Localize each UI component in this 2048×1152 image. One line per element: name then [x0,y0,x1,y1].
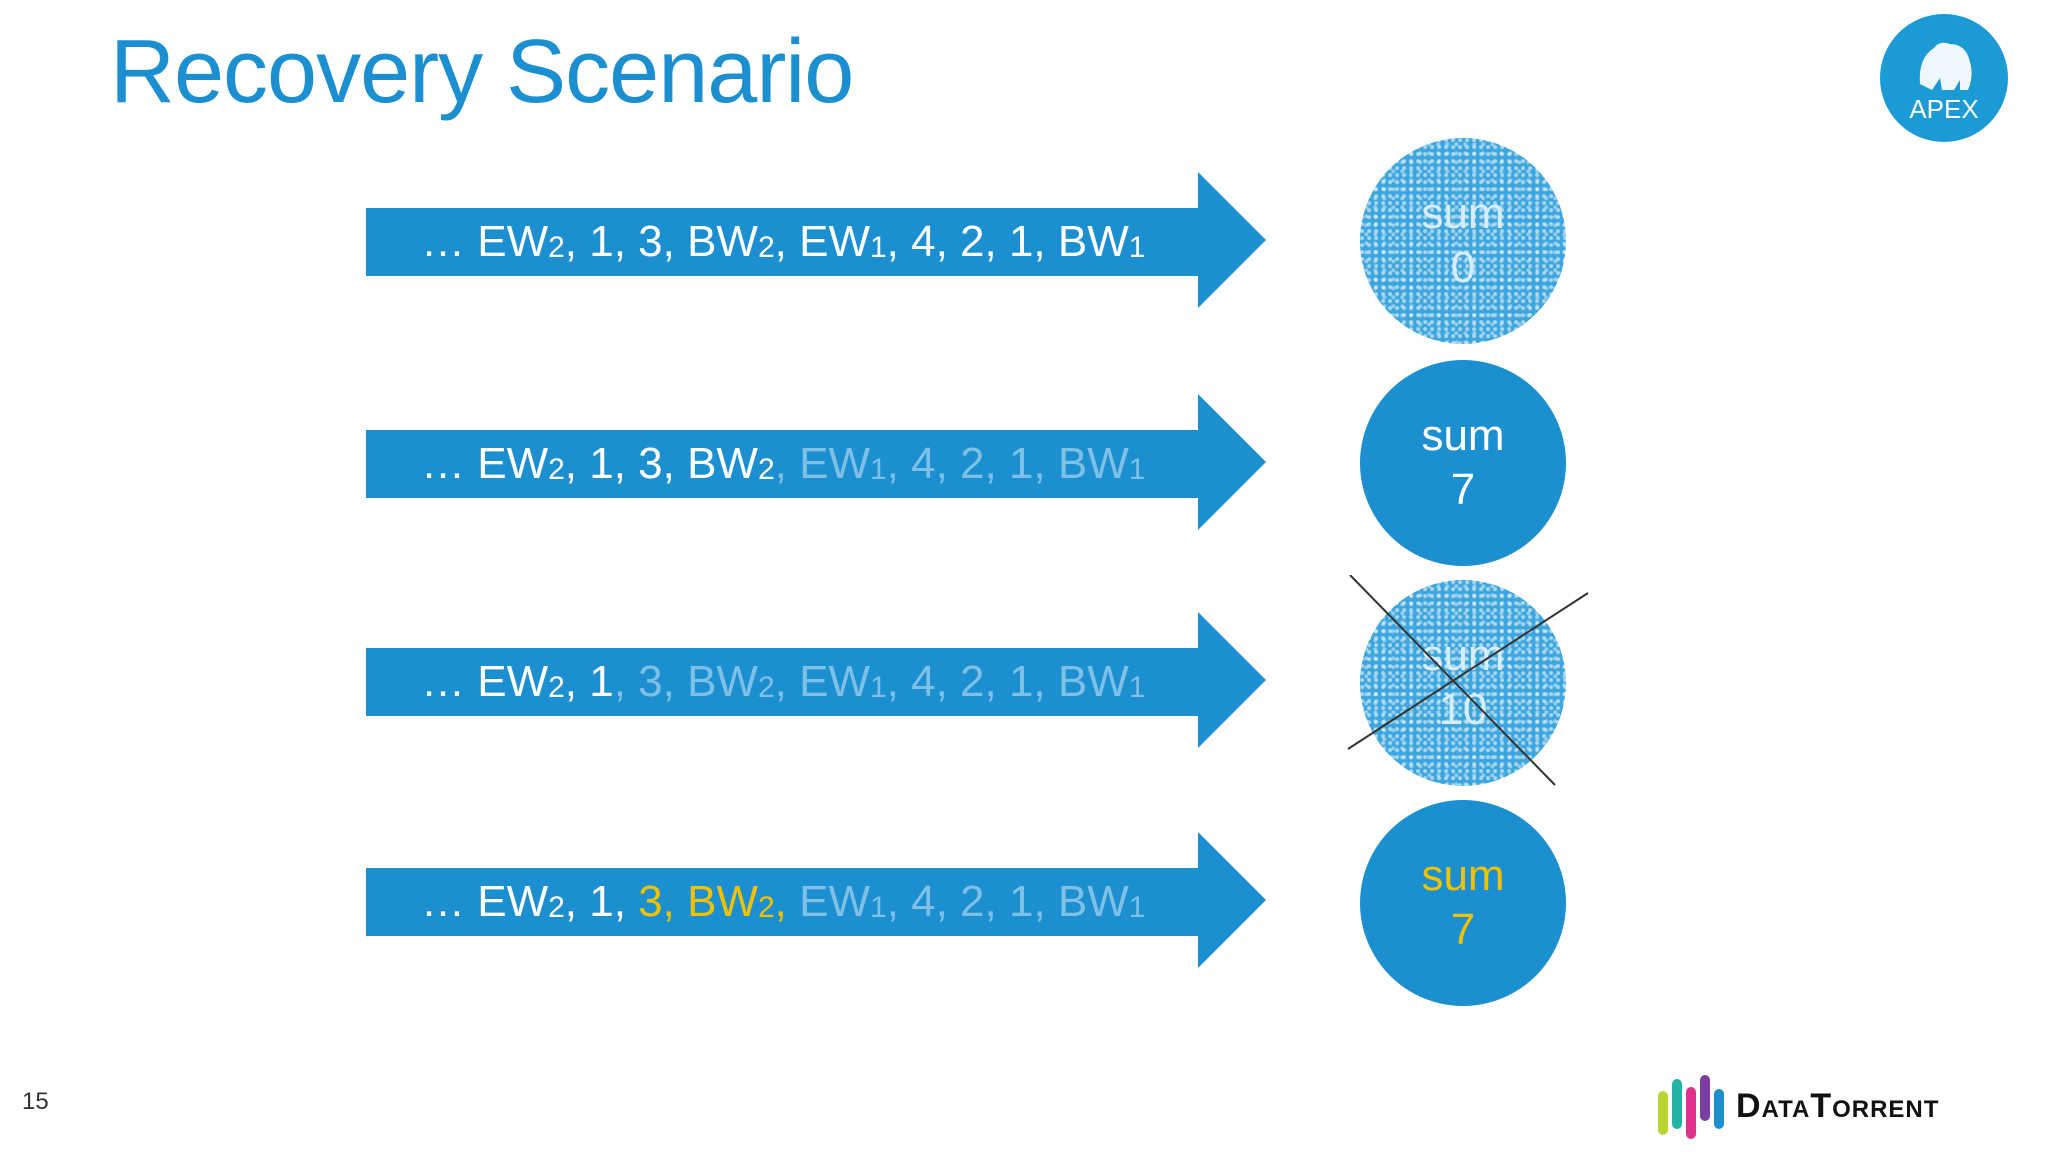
window-id-subscript: 2 [548,453,565,486]
window-id-subscript: 1 [1128,231,1146,264]
sum-value: 7 [1450,905,1476,954]
arrow-shape [366,172,1266,308]
window-id-subscript: 1 [869,671,887,704]
window-id-subscript: 2 [757,231,775,264]
stream-token: , EW [774,439,870,488]
window-id-subscript: 2 [757,453,775,486]
stream-token: , 1, 3, BW [564,217,758,266]
window-id-subscript: 2 [548,891,565,924]
stream-token: , 4, 2, 1, BW [886,217,1129,266]
window-id-subscript: 1 [870,891,887,924]
stream-token: , [774,877,787,926]
stream-token: , 4, 2, 1, BW [886,877,1129,926]
apex-logo-text: APEX [1909,94,1978,124]
stream-token: , 1, [564,877,639,926]
sum-value: 7 [1450,465,1476,514]
datatorrent-logo: DataTorrent [1656,1070,1939,1142]
event-stream-text: … EW2, 1, 3, BW2, EW1, 4, 2, 1, BW1 [421,656,1145,708]
stream-arrow-row: … EW2, 1, 3, BW2, EW1, 4, 2, 1, BW1 [366,612,1266,748]
stream-token: … EW [421,657,549,706]
window-id-subscript: 2 [757,671,775,704]
stream-arrow-row: … EW2, 1, 3, BW2, EW1, 4, 2, 1, BW1 [366,172,1266,308]
stream-token: … EW [421,217,549,266]
page-number: 15 [22,1088,49,1115]
slide-title: Recovery Scenario [110,22,854,122]
sum-state-circle: sum 7 [1360,800,1566,1006]
event-stream-text: … EW2, 1, 3, BW2, EW1, 4, 2, 1, BW1 [421,876,1145,928]
sum-label: sum [1421,851,1505,900]
stream-token: EW [786,877,870,926]
window-id-subscript: 2 [548,671,565,704]
window-id-subscript: 1 [1128,453,1146,486]
arrow-shape [366,394,1266,530]
sum-state-circle: sum 7 [1360,360,1566,566]
window-id-subscript: 1 [1128,671,1146,704]
window-id-subscript: 2 [757,891,775,924]
sum-value: 10 [1438,685,1488,734]
stream-token: , 3, BW [613,657,758,706]
crossed-out-mark [1347,575,1589,786]
apex-logo-icon: APEX [1880,14,2008,142]
window-id-subscript: 1 [869,231,887,264]
window-id-subscript: 1 [1128,891,1146,924]
sum-state-circle: sum 0 [1360,138,1566,344]
arrow-shape [366,832,1266,968]
stream-token: , EW [774,217,870,266]
stream-token: , 1 [564,657,614,706]
datatorrent-logo-icon [1658,1075,1724,1139]
window-id-subscript: 2 [548,231,565,264]
stream-token: , EW [774,657,870,706]
window-id-subscript: 1 [869,453,887,486]
event-stream-text: … EW2, 1, 3, BW2, EW1, 4, 2, 1, BW1 [421,438,1145,490]
datatorrent-logo-text: DataTorrent [1736,1086,1940,1125]
event-stream-text: … EW2, 1, 3, BW2, EW1, 4, 2, 1, BW1 [421,216,1145,268]
stream-token: , 4, 2, 1, BW [886,439,1129,488]
sum-label: sum [1421,411,1505,460]
stream-token: … EW [421,877,549,926]
sum-label: sum [1421,189,1505,238]
sum-value: 0 [1450,243,1476,292]
stream-token: 3, BW [638,877,758,926]
stream-arrow-row: … EW2, 1, 3, BW2, EW1, 4, 2, 1, BW1 [366,832,1266,968]
stream-token: … EW [421,439,549,488]
stream-token: , 4, 2, 1, BW [886,657,1129,706]
arrow-shape [366,612,1266,748]
stream-arrow-row: … EW2, 1, 3, BW2, EW1, 4, 2, 1, BW1 [366,394,1266,530]
stream-token: , 1, 3, BW [564,439,758,488]
